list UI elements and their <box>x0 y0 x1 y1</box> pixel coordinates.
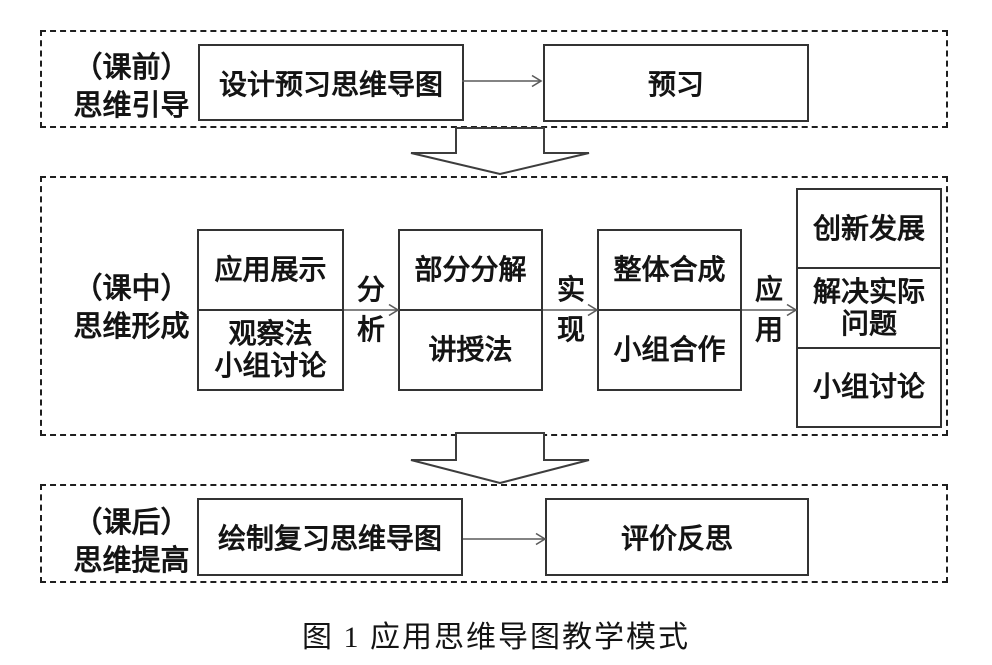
cell-lecture-method: 讲授法 <box>400 309 541 389</box>
arrow-label-analysis-bottom: 析 <box>356 314 385 345</box>
arrow-realization <box>543 303 599 317</box>
arrow-label-application-top: 应 <box>754 274 783 305</box>
stage-label-post-class: （课后） 思维提高 <box>73 507 190 577</box>
cell-application-display: 应用展示 <box>214 253 327 285</box>
cell-observation-group-discussion: 观察法 小组讨论 <box>199 309 342 389</box>
cell-solve-practical-problems: 解决实际 问题 <box>798 267 940 346</box>
box-application-display: 应用展示 观察法 小组讨论 <box>197 229 344 391</box>
figure-caption: 图 1 应用思维导图教学模式 <box>302 621 690 654</box>
big-down-arrow-1 <box>410 127 590 175</box>
cell-group-cooperation: 小组合作 <box>599 309 740 389</box>
box-design-preview-mindmap-label: 设计预习思维导图 <box>218 68 443 100</box>
section-pre-class: （课前） 思维引导 设计预习思维导图 预习 <box>40 30 948 128</box>
arrow-design-to-preview <box>462 74 543 88</box>
box-design-preview-mindmap: 设计预习思维导图 <box>198 44 464 121</box>
cell-group-discussion: 小组讨论 <box>798 346 940 426</box>
arrow-label-application: 应 用 <box>754 276 784 344</box>
box-whole-synthesis: 整体合成 小组合作 <box>597 229 742 391</box>
arrow-application <box>742 303 798 317</box>
box-draw-review-mindmap-label: 绘制复习思维导图 <box>217 523 442 554</box>
cell-whole-synthesis: 整体合成 <box>613 253 726 285</box>
box-preview-label: 预习 <box>647 69 704 100</box>
box-evaluation-reflection: 评价反思 <box>545 498 809 576</box>
section-during-class: （课中） 思维形成 应用展示 观察法 小组讨论 分 析 部分分解 讲授法 实 现… <box>40 176 948 436</box>
section-post-class: （课后） 思维提高 绘制复习思维导图 评价反思 <box>40 484 948 583</box>
arrow-label-realization: 实 现 <box>556 276 586 344</box>
arrow-label-realization-top: 实 <box>556 274 585 305</box>
arrow-label-application-bottom: 用 <box>754 314 783 345</box>
box-draw-review-mindmap: 绘制复习思维导图 <box>197 498 463 576</box>
stage-label-during-class: （课中） 思维形成 <box>73 273 190 343</box>
cell-part-decomposition: 部分分解 <box>414 253 527 285</box>
box-part-decomposition: 部分分解 讲授法 <box>398 229 543 391</box>
arrow-label-realization-bottom: 现 <box>556 314 585 345</box>
cell-innovative-development: 创新发展 <box>812 212 925 244</box>
arrow-label-analysis: 分 析 <box>356 276 386 344</box>
box-preview: 预习 <box>543 44 809 122</box>
arrow-analysis <box>344 303 400 317</box>
arrow-draw-to-review <box>463 532 547 546</box>
box-evaluation-reflection-label: 评价反思 <box>620 523 733 554</box>
arrow-label-analysis-top: 分 <box>356 274 385 305</box>
box-outcomes: 创新发展 解决实际 问题 小组讨论 <box>796 188 942 428</box>
stage-label-pre-class: （课前） 思维引导 <box>73 52 190 122</box>
big-down-arrow-2 <box>410 432 590 484</box>
